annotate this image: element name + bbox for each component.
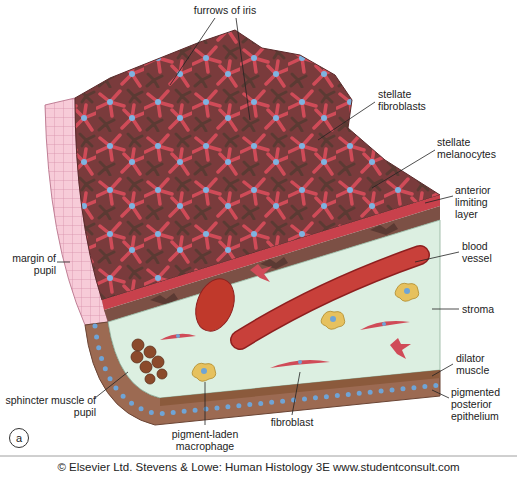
figure-caption: © Elsevier Ltd. Stevens & Lowe: Human Hi… [0, 460, 517, 474]
part-label: furrows of iris [170, 4, 280, 16]
part-label: stellate fibroblasts [378, 88, 448, 112]
part-label: anterior limiting layer [455, 184, 513, 220]
panel-letter: a [16, 432, 22, 444]
part-label: stellate melanocytes [437, 136, 513, 160]
part-label: sphincter muscle of pupil [4, 394, 96, 418]
part-label: stroma [462, 303, 512, 315]
part-label: blood vessel [462, 240, 512, 264]
panel-letter-circle: a [9, 428, 29, 448]
part-label: margin of pupil [4, 252, 56, 276]
part-label: dilator muscle [456, 352, 512, 376]
part-label: fibroblast [262, 416, 322, 428]
part-label: pigment-laden macrophage [160, 428, 250, 452]
part-label: pigmented posterior epithelium [451, 386, 513, 422]
